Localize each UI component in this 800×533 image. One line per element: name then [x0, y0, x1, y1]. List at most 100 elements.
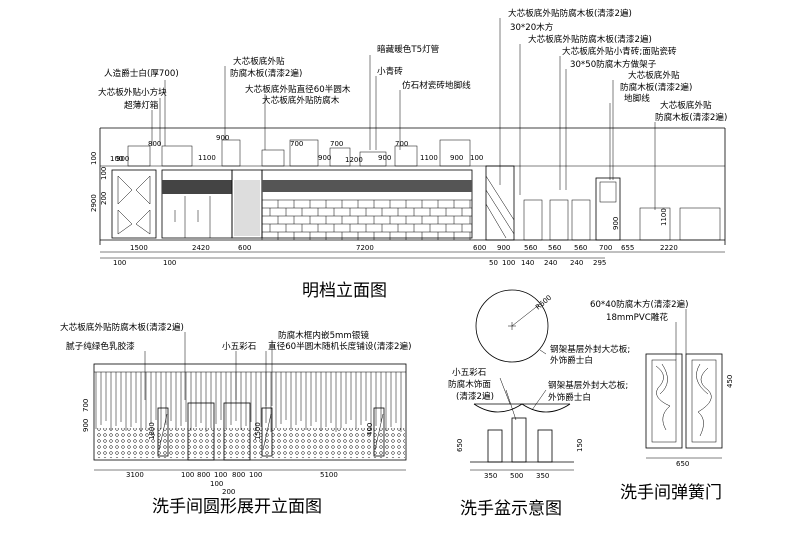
brick-pattern	[262, 199, 472, 233]
svg-text:100: 100	[100, 167, 108, 180]
svg-text:30*20木方: 30*20木方	[510, 21, 554, 33]
svg-text:2900: 2900	[90, 194, 98, 212]
svg-text:防腐木板(清漆2遍): 防腐木板(清漆2遍)	[655, 111, 727, 123]
svg-text:7200: 7200	[356, 244, 374, 252]
svg-text:240: 240	[544, 259, 557, 267]
svg-text:腻子纯绿色乳胶漆: 腻子纯绿色乳胶漆	[66, 340, 135, 352]
svg-text:大芯板底外贴: 大芯板底外贴	[660, 99, 712, 111]
svg-text:1100: 1100	[420, 154, 438, 162]
svg-text:大芯板底外贴: 大芯板底外贴	[233, 55, 285, 67]
svg-text:900: 900	[216, 134, 229, 142]
title-round-elevation: 洗手间圆形展开立面图	[152, 497, 322, 517]
left-panel	[111, 169, 157, 239]
svg-text:大芯板外贴小方块: 大芯板外贴小方块	[98, 86, 167, 98]
basin-diagram	[470, 289, 574, 471]
svg-text:900: 900	[612, 217, 620, 230]
svg-text:1100: 1100	[660, 208, 668, 226]
svg-text:大芯板底外贴直径60半圆木: 大芯板底外贴直径60半圆木	[245, 83, 351, 95]
svg-text:900: 900	[450, 154, 463, 162]
svg-text:钢架基层外封大芯板;: 钢架基层外封大芯板;	[550, 343, 630, 355]
svg-text:防腐木饰面: 防腐木饰面	[448, 378, 491, 390]
svg-text:大芯板底外贴防腐木: 大芯板底外贴防腐木	[262, 94, 340, 106]
svg-text:1500: 1500	[254, 422, 262, 440]
svg-text:150: 150	[576, 439, 584, 452]
svg-text:小五彩石: 小五彩石	[222, 341, 257, 352]
title-main-elevation: 明档立面图	[302, 281, 387, 301]
svg-text:仿石材瓷砖地脚线: 仿石材瓷砖地脚线	[402, 79, 471, 91]
svg-text:大芯板底外贴防腐木板(清漆2遍): 大芯板底外贴防腐木板(清漆2遍)	[60, 321, 184, 333]
svg-text:100: 100	[249, 471, 262, 479]
svg-text:700: 700	[599, 244, 612, 252]
svg-text:350: 350	[536, 472, 549, 480]
svg-text:暗藏暖色T5灯管: 暗藏暖色T5灯管	[377, 43, 440, 55]
main-dims-bottom: 1500 2420 600 7200 600 900 560 560 560 7…	[113, 244, 678, 267]
svg-text:800: 800	[148, 140, 161, 148]
svg-text:1800: 1800	[148, 422, 156, 440]
svg-text:295: 295	[593, 259, 606, 267]
svg-text:900: 900	[116, 155, 129, 163]
svg-text:60*40防腐木方(清漆2遍): 60*40防腐木方(清漆2遍)	[590, 298, 689, 310]
svg-text:1200: 1200	[345, 156, 363, 164]
svg-text:350: 350	[484, 472, 497, 480]
title-basin: 洗手盆示意图	[460, 499, 562, 519]
main-elevation	[99, 127, 726, 259]
svg-text:100: 100	[210, 480, 223, 488]
svg-text:5100: 5100	[320, 471, 338, 479]
svg-text:655: 655	[621, 244, 634, 252]
svg-text:600: 600	[473, 244, 486, 252]
svg-text:2420: 2420	[192, 244, 210, 252]
svg-text:(清漆2遍): (清漆2遍)	[456, 390, 494, 402]
svg-text:100: 100	[502, 259, 515, 267]
svg-text:50: 50	[489, 259, 498, 267]
svg-text:140: 140	[521, 259, 534, 267]
svg-text:30*50防腐木方做架子: 30*50防腐木方做架子	[570, 58, 657, 70]
svg-text:大芯板底外贴小青砖;面贴瓷砖: 大芯板底外贴小青砖;面贴瓷砖	[562, 45, 677, 57]
svg-text:700: 700	[395, 140, 408, 148]
basin-plan-circle	[475, 289, 549, 363]
svg-text:900: 900	[378, 154, 391, 162]
main-labels: 人造爵士白(厚700) 大芯板外贴小方块 超薄灯箱 大芯板底外贴 防腐木板(清漆…	[98, 7, 727, 210]
round-elevation	[93, 363, 407, 471]
svg-text:100: 100	[470, 154, 483, 162]
svg-text:大芯板底外贴防腐木板(清漆2遍): 大芯板底外贴防腐木板(清漆2遍)	[528, 33, 652, 45]
svg-text:400: 400	[366, 423, 374, 436]
svg-text:240: 240	[570, 259, 583, 267]
svg-text:900: 900	[497, 244, 510, 252]
svg-text:防腐木板(清漆2遍): 防腐木板(清漆2遍)	[620, 81, 692, 93]
lightbox-grid	[162, 180, 232, 194]
svg-text:100: 100	[163, 259, 176, 267]
svg-text:超薄灯箱: 超薄灯箱	[124, 99, 159, 111]
svg-text:650: 650	[456, 439, 464, 452]
svg-text:1500: 1500	[130, 244, 148, 252]
svg-text:800: 800	[232, 471, 245, 479]
round-labels: 大芯板底外贴防腐木板(清漆2遍) 腻子纯绿色乳胶漆 小五彩石 防腐木框内嵌5mm…	[60, 321, 411, 406]
svg-text:900: 900	[82, 419, 90, 432]
round-dims: 3100 100 800 100 800 100 5100 100 200 70…	[82, 399, 374, 496]
svg-text:560: 560	[524, 244, 537, 252]
svg-text:100: 100	[214, 471, 227, 479]
svg-text:地脚线: 地脚线	[624, 92, 650, 104]
svg-text:3100: 3100	[126, 471, 144, 479]
svg-text:防腐木板(清漆2遍): 防腐木板(清漆2遍)	[230, 67, 302, 79]
svg-text:2220: 2220	[660, 244, 678, 252]
svg-text:钢架基层外封大芯板;: 钢架基层外封大芯板;	[548, 379, 628, 391]
svg-text:1100: 1100	[198, 154, 216, 162]
svg-text:200: 200	[100, 192, 108, 205]
svg-text:小五彩石: 小五彩石	[452, 367, 487, 378]
door-labels: 60*40防腐木方(清漆2遍) 18mmPVC雕花 650 450	[590, 298, 734, 468]
svg-text:450: 450	[726, 375, 734, 388]
basin-labels: 钢架基层外封大芯板; 外饰爵士白 小五彩石 防腐木饰面 (清漆2遍) 钢架基层外…	[448, 294, 630, 480]
main-dims-side: 100 2900 200 100 900 1100	[90, 152, 668, 230]
svg-text:700: 700	[290, 140, 303, 148]
svg-text:外饰爵士白: 外饰爵士白	[548, 391, 591, 403]
svg-text:900: 900	[318, 154, 331, 162]
svg-text:500: 500	[510, 472, 523, 480]
svg-text:小青砖: 小青砖	[377, 65, 403, 77]
svg-text:100: 100	[90, 152, 98, 165]
svg-text:100: 100	[113, 259, 126, 267]
svg-text:650: 650	[676, 460, 689, 468]
svg-text:200: 200	[222, 488, 235, 496]
spring-door	[645, 353, 723, 459]
svg-text:560: 560	[574, 244, 587, 252]
